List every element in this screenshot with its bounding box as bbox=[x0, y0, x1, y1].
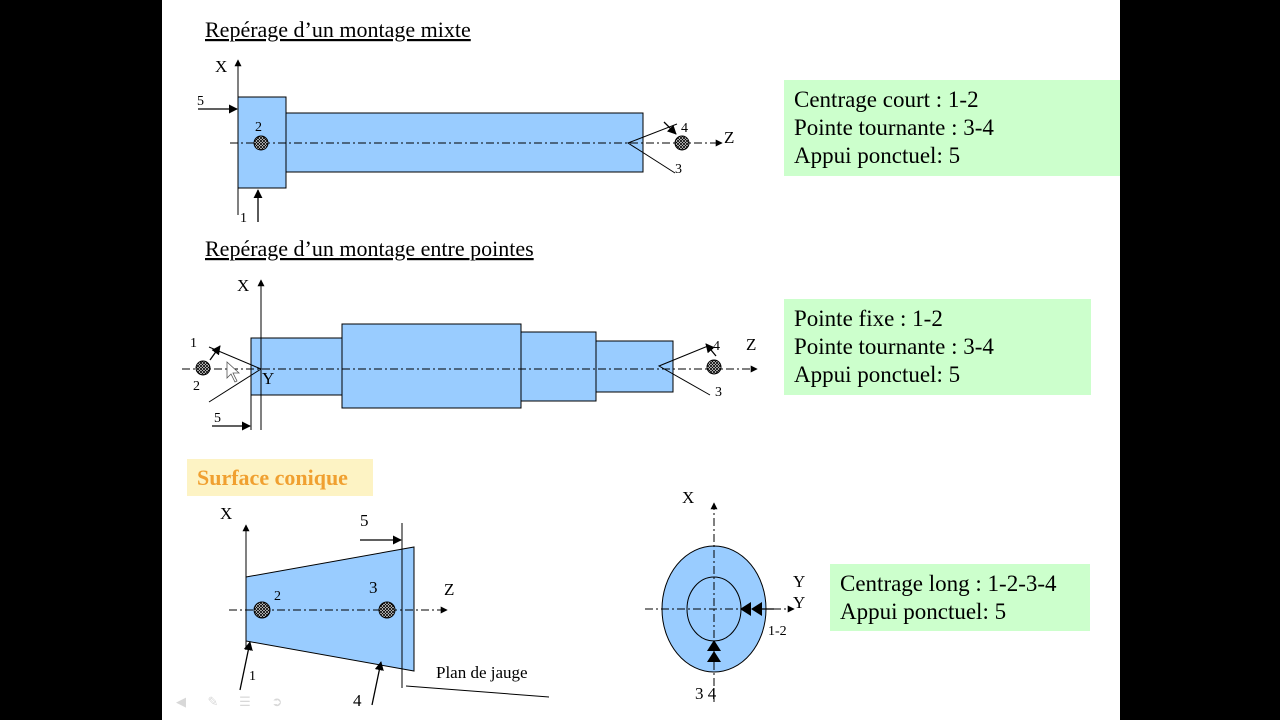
info-line: Appui ponctuel: 5 bbox=[794, 143, 961, 168]
section2-tailstock bbox=[657, 345, 711, 396]
section1-num-1: 1 bbox=[240, 211, 247, 226]
section3-num-2: 2 bbox=[274, 589, 281, 604]
diagram-canvas: Repérage d’un montage mixte X Z 5 1 2 4 … bbox=[182, 17, 805, 710]
section1-point-4 bbox=[674, 135, 690, 151]
section2-arrow-4 bbox=[705, 343, 717, 357]
section1-tailstock bbox=[626, 123, 678, 174]
pen-icon[interactable]: ✎ bbox=[207, 695, 219, 710]
section3-arrow-1 bbox=[239, 641, 253, 691]
section1-num-5: 5 bbox=[197, 94, 204, 109]
info-box-pointes: Pointe fixe : 1-2 Pointe tournante : 3-4… bbox=[784, 299, 1091, 395]
section2-num-4: 4 bbox=[713, 339, 720, 354]
section2-arrow-1 bbox=[209, 345, 221, 361]
end-view-arrowhead-3 bbox=[707, 640, 721, 651]
section3-x-label: X bbox=[220, 504, 232, 523]
section2-headstock bbox=[208, 346, 263, 403]
section1-num-3: 3 bbox=[675, 162, 682, 177]
section2-point-4 bbox=[706, 359, 722, 375]
section3-num-1: 1 bbox=[249, 669, 256, 684]
menu-icon[interactable]: ☰ bbox=[239, 695, 251, 710]
section2-title: Repérage d’un montage entre pointes bbox=[205, 236, 534, 261]
nav-back-icon[interactable]: ◀ bbox=[176, 695, 186, 710]
section1-z-label: Z bbox=[724, 128, 734, 147]
section2-num-1: 1 bbox=[190, 336, 197, 351]
end-view-arrowhead-4 bbox=[707, 651, 721, 662]
section2-x-label: X bbox=[237, 276, 249, 295]
info-line: Centrage long : 1-2-3-4 bbox=[840, 571, 1057, 596]
end-view-x-label: X bbox=[682, 488, 694, 507]
surface-conique-heading: Surface conique bbox=[187, 459, 373, 496]
section2-num-5: 5 bbox=[214, 411, 221, 426]
section1-title: Repérage d’un montage mixte bbox=[205, 17, 471, 42]
section3-num-4: 4 bbox=[353, 691, 362, 710]
section2-z-label: Z bbox=[746, 335, 756, 354]
info-line: Appui ponctuel: 5 bbox=[794, 362, 961, 387]
end-view-arrowhead-1 bbox=[740, 602, 751, 616]
section3-num-5: 5 bbox=[360, 511, 369, 530]
info-box-conique: Centrage long : 1-2-3-4 Appui ponctuel: … bbox=[830, 564, 1090, 631]
end-view-label-34: 3 4 bbox=[695, 684, 717, 703]
section3-leader-line bbox=[405, 685, 550, 698]
section1-num-2: 2 bbox=[255, 120, 262, 135]
section3-point-3 bbox=[378, 601, 396, 619]
section2-num-3: 3 bbox=[715, 385, 722, 400]
section1-point-2 bbox=[253, 135, 269, 151]
info-box-mixte: Centrage court : 1-2 Pointe tournante : … bbox=[784, 80, 1120, 176]
section3-plan-label: Plan de jauge bbox=[436, 663, 528, 682]
info-line: Pointe tournante : 3-4 bbox=[794, 115, 994, 140]
section3-arrow-4 bbox=[371, 661, 384, 706]
nav-forward-icon[interactable]: ➲ bbox=[271, 695, 283, 710]
section1-num-4: 4 bbox=[681, 121, 688, 136]
slide: Repérage d’un montage mixte X Z 5 1 2 4 … bbox=[162, 0, 1120, 720]
info-line: Pointe tournante : 3-4 bbox=[794, 334, 994, 359]
end-view-label-12: 1-2 bbox=[768, 624, 787, 639]
end-view-y-label-1: Y bbox=[793, 572, 805, 591]
section3-z-label: Z bbox=[444, 580, 454, 599]
section3-num-3: 3 bbox=[369, 578, 378, 597]
section3-point-2 bbox=[253, 601, 271, 619]
section2-num-2: 2 bbox=[193, 379, 200, 394]
info-line: Pointe fixe : 1-2 bbox=[794, 306, 943, 331]
cursor-icon bbox=[226, 361, 241, 383]
end-view-y-label-2: Y bbox=[793, 593, 805, 612]
section1-x-label: X bbox=[215, 57, 227, 76]
section1-arrow-4 bbox=[663, 121, 677, 135]
slide-nav-controls: ◀ ✎ ☰ ➲ bbox=[170, 696, 288, 710]
info-line: Appui ponctuel: 5 bbox=[840, 599, 1007, 624]
section2-part bbox=[250, 323, 674, 409]
section2-point-12 bbox=[195, 360, 211, 376]
section2-y-label: Y bbox=[262, 369, 274, 388]
info-line: Centrage court : 1-2 bbox=[794, 87, 979, 112]
end-view-arrowhead-2 bbox=[751, 602, 762, 616]
